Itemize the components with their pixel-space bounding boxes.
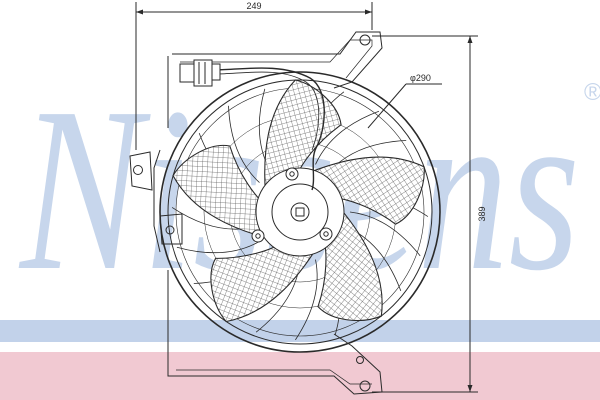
guard-bar bbox=[228, 105, 260, 183]
diameter-leader bbox=[367, 83, 442, 129]
guard-bar bbox=[349, 211, 421, 257]
connector-plug bbox=[179, 59, 221, 87]
wiring-harness bbox=[213, 67, 325, 191]
width-dimension bbox=[135, 2, 373, 150]
width-dimension-label: 249 bbox=[246, 1, 261, 11]
height-dimension-label: 389 bbox=[477, 206, 487, 221]
hub-bolt bbox=[251, 229, 265, 243]
motor-hub bbox=[251, 167, 345, 257]
hub-bolt bbox=[285, 167, 299, 181]
registered-mark: ® bbox=[584, 79, 600, 106]
hub-bolt bbox=[319, 227, 333, 241]
shroud-frame bbox=[129, 31, 383, 395]
diameter-label: φ290 bbox=[410, 73, 431, 83]
height-dimension bbox=[372, 35, 478, 393]
watermark-band bbox=[0, 320, 600, 342]
guard-bar bbox=[176, 241, 260, 254]
fan-ring bbox=[159, 71, 441, 353]
guard-bar bbox=[295, 259, 318, 341]
guard-bar bbox=[315, 110, 380, 165]
